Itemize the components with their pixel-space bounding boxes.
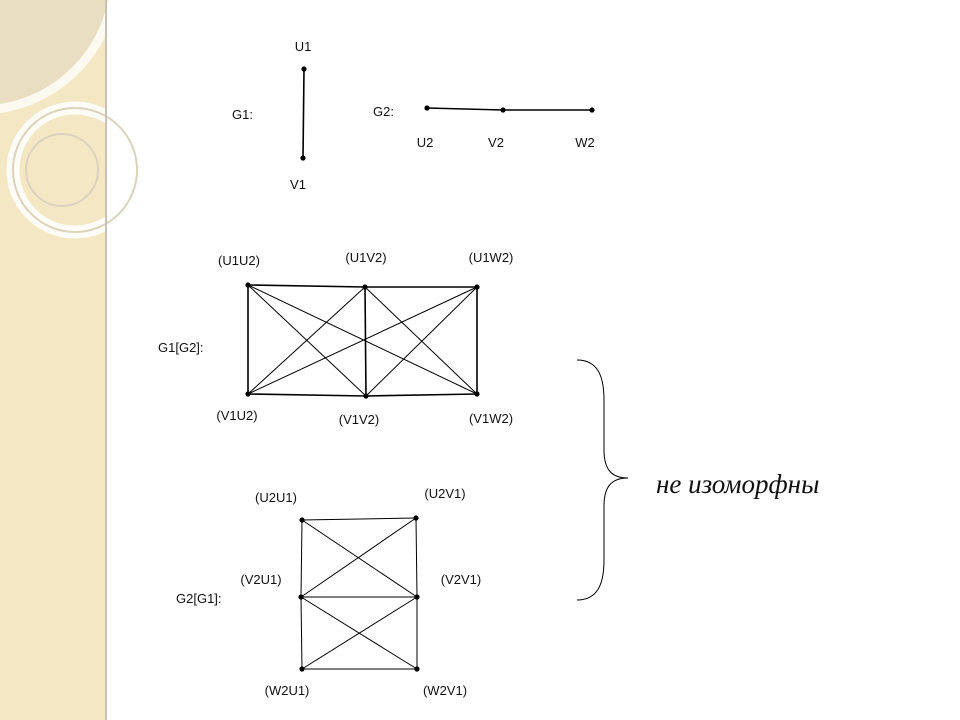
vertex-label-u1w2: (U1W2) [469,250,514,265]
vertex-label-v1u2: (V1U2) [216,408,257,423]
vertex-v2v1 [414,594,420,600]
vertex-label-u1u2: (U1U2) [218,253,260,268]
vertex-v1u2 [245,391,251,397]
vertex-label-w2: W2 [575,135,595,150]
vertex-label-w2u1: (W2U1) [265,683,310,698]
edge-v1v2-v1w2 [365,393,478,397]
vertex-label-u2v1: (U2V1) [424,486,465,501]
graph-g1-composition-g2: G1[G2]: (U1U2) (U1V2) (U1W2) (V1U2) (V1V2) (V… [158,250,513,427]
vertex-label-v1w2: (V1W2) [469,411,513,426]
vertex-u1w2 [474,284,480,290]
curly-brace [576,359,629,601]
edge-u1u2-u1v2 [247,284,366,288]
not-isomorphic-label: не изоморфны [656,469,819,499]
edge-u2v1-v2u1 [300,517,417,598]
graph-g2-composition-g1: G2[G1]: (U2U1) (U2V1) (V2U1) (V2V1) (W2U1) (W… [176,486,481,698]
graph-g2-name: G2: [373,104,394,119]
vertex-v1 [300,155,306,161]
vertex-v1w2 [474,391,480,397]
decorative-side-panel [0,0,144,720]
edge-u2u1-v2v1 [301,519,418,598]
vertex-u1 [301,66,307,72]
edge-u1w2-v1u2 [247,286,478,395]
vertex-u1u2 [245,282,251,288]
edge-u2v1-v2v1 [415,517,418,598]
edge-v2v1-w2u1 [301,596,418,670]
graph-g2: G2: U2 V2 W2 [373,104,595,150]
edge-v1u2-v1v2 [247,393,367,397]
graph-g2g1-name: G2[G1]: [176,591,222,606]
vertex-label-v2u1: (V2U1) [240,572,281,587]
vertex-label-v1v2: (V1V2) [339,412,379,427]
vertex-w2 [589,107,595,113]
vertex-u2 [424,105,430,111]
vertex-label-v1: V1 [290,177,306,192]
vertex-w2u1 [299,666,305,672]
edge-u1v2-v1u2 [247,286,366,395]
vertex-v2u1 [298,594,304,600]
vertex-label-u2u1: (U2U1) [255,490,297,505]
graph-g1-name: G1: [232,107,253,122]
vertex-v1v2 [363,393,369,399]
vertex-u1v2 [362,284,368,290]
vertex-w2v1 [414,666,420,672]
edge-u1v2-v1v2 [364,286,367,397]
edge-u1-v1 [302,68,305,159]
vertex-label-v2: V2 [488,135,504,150]
vertex-label-u1v2: (U1V2) [345,250,386,265]
vertex-u2u1 [299,517,305,523]
vertex-label-w2v1: (W2V1) [423,683,467,698]
vertex-v2 [500,107,506,113]
non-isomorphic-annotation: не изоморфны [576,359,819,601]
edge-v2u1-w2u1 [300,596,303,670]
edge-u1w2-v1v2 [365,286,478,397]
vertex-label-u2: U2 [417,135,434,150]
vertex-u2v1 [413,515,419,521]
vertex-label-u1: U1 [295,39,312,54]
graph-g1g2-name: G1[G2]: [158,340,204,355]
edge-u1u2-v1w2 [247,284,478,395]
vertex-label-v2v1: (V2V1) [441,572,481,587]
edge-u2u1-u2v1 [301,517,417,521]
edge-u2-v2 [426,107,504,111]
edge-u1v2-v1w2 [364,286,478,395]
edge-u2u1-v2u1 [300,519,303,598]
